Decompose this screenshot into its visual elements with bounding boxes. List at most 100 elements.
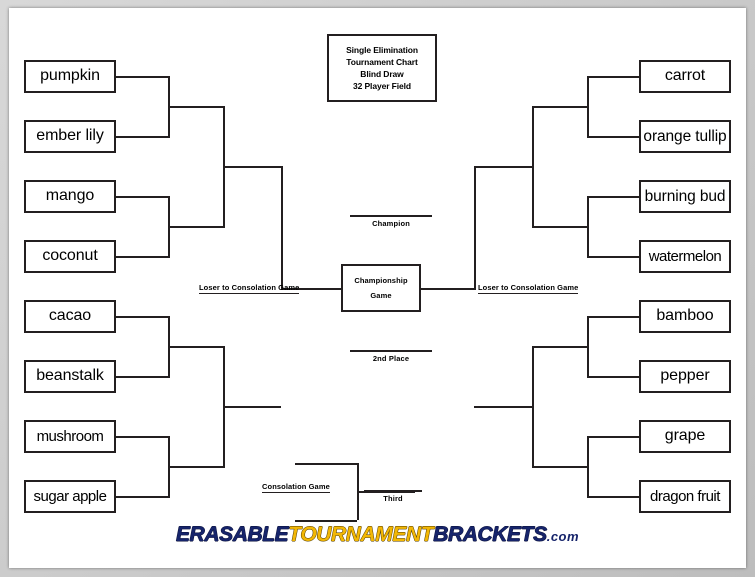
slot-left-2[interactable]: ember lily [24,120,116,153]
slot-left-4[interactable]: coconut [24,240,116,273]
connector-right-r1-1b [587,136,639,138]
second-place-result: 2nd Place [350,350,432,363]
second-place-label: 2nd Place [372,354,410,363]
logo-part-brackets: BRACKETS [433,523,547,546]
slot-label: ember lily [36,127,104,145]
title-line-3: Blind Draw [360,69,404,79]
championship-line-1: Championship [354,276,408,285]
logo-part-erasable: ERASABLE [175,523,289,546]
connector-left-to-championship [281,288,343,290]
join-right-r2-top [532,106,534,228]
slot-label: orange tullip [643,127,727,145]
slot-label: pepper [660,367,710,385]
slot-label: watermelon [648,247,722,265]
slot-label: mango [45,187,95,205]
champion-result: Champion [350,215,432,228]
connector-left-r2-4 [168,466,223,468]
logo-part-dotcom: .com [546,529,580,544]
connector-left-r1-2b [116,256,168,258]
slot-left-8[interactable]: sugar apple [24,480,116,513]
join-right-r1-4 [587,436,589,498]
third-place-rule [364,490,422,492]
connector-right-r1-1a [587,76,639,78]
connector-left-r1-1b [116,136,168,138]
connector-left-r3-bottom [223,406,281,408]
slot-left-7[interactable]: mushroom [24,420,116,453]
championship-game-box[interactable]: Championship Game [341,264,421,312]
title-line-4: 32 Player Field [352,81,412,92]
footer-logo: ERASABLETOURNAMENTBRACKETS.com [9,523,746,547]
slot-right-6[interactable]: pepper [639,360,731,393]
connector-right-to-championship [419,288,476,290]
slot-left-5[interactable]: cacao [24,300,116,333]
connector-left-r2-3 [168,346,223,348]
connector-right-r1-4a [587,436,639,438]
connector-right-r1-3b [587,376,639,378]
third-place-result: Third [364,490,422,503]
slot-label: dragon fruit [650,487,720,505]
join-right-r1-3 [587,316,589,378]
connector-right-r3-bottom [474,406,532,408]
slot-label: carrot [664,67,706,85]
slot-left-1[interactable]: pumpkin [24,60,116,93]
slot-label: grape [664,427,706,445]
connector-consolation-top [295,463,357,465]
join-left-semifinal [281,166,283,288]
connector-left-r1-1a [116,76,168,78]
slot-right-8[interactable]: dragon fruit [639,480,731,513]
connector-consolation-out [357,491,415,493]
connector-right-r2-1 [532,106,587,108]
connector-left-r1-4b [116,496,168,498]
bracket-sheet: Single Elimination Tournament Chart Blin… [9,8,746,568]
second-place-rule [350,350,432,352]
slot-left-6[interactable]: beanstalk [24,360,116,393]
connector-left-r1-3b [116,376,168,378]
connector-right-r2-4 [532,466,587,468]
slot-label: cacao [48,307,92,325]
connector-right-r3-top [474,166,532,168]
champion-label: Champion [372,219,410,228]
join-right-r2-bottom [532,346,534,468]
slot-label: sugar apple [33,487,107,505]
slot-right-4[interactable]: watermelon [639,240,731,273]
connector-left-r2-1 [168,106,223,108]
slot-label: mushroom [36,427,104,445]
slot-right-1[interactable]: carrot [639,60,731,93]
connector-right-r2-3 [532,346,587,348]
connector-right-r1-4b [587,496,639,498]
connector-consolation-bottom [295,520,357,522]
connector-left-r1-4a [116,436,168,438]
slot-label: coconut [42,247,98,265]
right-loser-to-consolation-label: Loser to Consolation Game [478,283,579,294]
join-right-r1-1 [587,76,589,138]
slot-right-3[interactable]: burning bud [639,180,731,213]
connector-left-r1-2a [116,196,168,198]
connector-right-r2-2 [532,226,587,228]
join-right-semifinal [474,166,476,288]
join-right-r1-2 [587,196,589,258]
left-loser-to-consolation-label: Loser to Consolation Game [199,283,300,294]
title-line-2: Tournament Chart [346,56,418,67]
connector-right-r1-2b [587,256,639,258]
slot-label: beanstalk [36,367,104,385]
title-card: Single Elimination Tournament Chart Blin… [327,34,437,102]
connector-right-r1-2a [587,196,639,198]
logo-part-tournament: TOURNAMENT [288,523,434,546]
connector-left-r2-2 [168,226,223,228]
title-line-1: Single Elimination [346,44,418,55]
slot-label: burning bud [644,187,726,205]
champion-rule [350,215,432,217]
consolation-game-label: Consolation Game [262,482,330,493]
bracket-page: Single Elimination Tournament Chart Blin… [9,8,746,568]
slot-right-2[interactable]: orange tullip [639,120,731,153]
third-place-label: Third [383,494,403,503]
championship-line-2: Game [370,291,392,300]
slot-left-3[interactable]: mango [24,180,116,213]
connector-left-r1-3a [116,316,168,318]
connector-right-r1-3a [587,316,639,318]
slot-label: pumpkin [40,67,100,85]
slot-right-7[interactable]: grape [639,420,731,453]
slot-label: bamboo [656,307,714,325]
slot-right-5[interactable]: bamboo [639,300,731,333]
